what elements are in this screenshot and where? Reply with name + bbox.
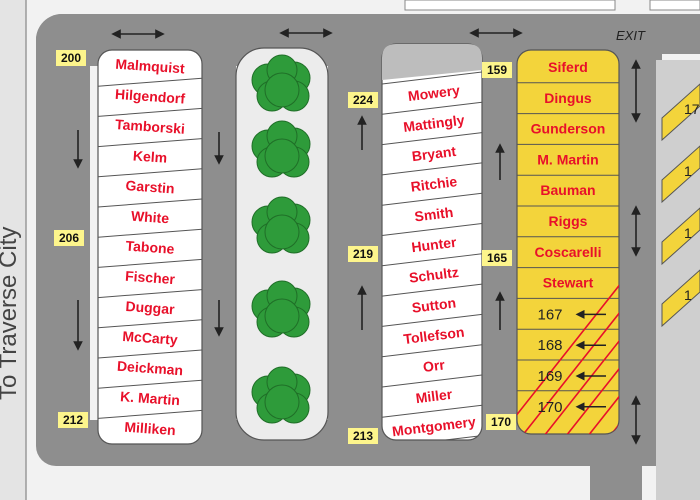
site-label: Tabone	[125, 238, 175, 257]
site-number-tag: 170	[486, 414, 516, 430]
left-site-column: MalmquistHilgendorfTamborskiKelmGarstinW…	[97, 49, 203, 445]
tree-icon	[251, 280, 311, 338]
site-label: Fischer	[125, 268, 176, 287]
edge-site-number: 1	[684, 163, 692, 179]
site-label: Gunderson	[531, 121, 606, 137]
tree-island	[235, 47, 329, 441]
tree-icon	[251, 120, 311, 178]
site-label: Orr	[422, 356, 446, 375]
site-number: 165	[487, 251, 507, 265]
site-number: 206	[59, 231, 79, 245]
site-number: 159	[487, 63, 507, 77]
site-number-tag: 200	[56, 50, 86, 66]
tree-icon	[251, 366, 311, 424]
site-numbers: 200 206 212 224 219 213 159 165 170	[54, 50, 516, 444]
tree-icon	[251, 54, 311, 112]
site-label: Smith	[414, 204, 455, 225]
site-label: K. Martin	[120, 388, 181, 408]
site-number-tag: 165	[482, 250, 512, 266]
site-label: Hilgendorf	[115, 86, 186, 107]
site-label: Hunter	[411, 234, 458, 255]
site-label: Riggs	[549, 213, 588, 229]
edge-site-number: 1	[684, 225, 692, 241]
site-label: Deickman	[117, 358, 184, 379]
site-label: Dingus	[544, 90, 592, 106]
site-label: Schultz	[408, 264, 459, 286]
site-number-tag: 219	[348, 246, 378, 262]
edge-site-number: 17	[684, 101, 700, 117]
site-label: Malmquist	[115, 56, 186, 77]
hatched-site-number: 167	[537, 306, 562, 323]
far-right-sites: 17 1 1 1	[661, 83, 700, 328]
site-label: Miller	[415, 386, 454, 406]
traffic-arrows	[73, 28, 641, 445]
site-label: Duggar	[125, 298, 176, 317]
site-label: M. Martin	[537, 151, 598, 167]
site-label: McCarty	[122, 328, 178, 348]
site-label: Bryant	[411, 143, 457, 164]
site-number-tag: 212	[58, 412, 88, 428]
site-number: 212	[63, 413, 83, 427]
site-label: Siferd	[548, 59, 588, 75]
tree-icon	[251, 196, 311, 254]
site-number: 224	[353, 93, 373, 107]
site-label: Bauman	[540, 182, 595, 198]
site-label: Mattingly	[402, 112, 465, 135]
site-number-tag: 159	[482, 62, 512, 78]
site-label: Kelm	[132, 147, 167, 165]
site-number-tag: 206	[54, 230, 84, 246]
site-label: Ritchie	[410, 173, 458, 195]
site-label: Tollefson	[403, 324, 466, 347]
site-number-tag: 224	[348, 92, 378, 108]
site-number: 200	[61, 51, 81, 65]
site-label: Tamborski	[115, 116, 186, 137]
hatched-site-number: 168	[537, 337, 562, 354]
site-number: 219	[353, 247, 373, 261]
site-number: 213	[353, 429, 373, 443]
left-edge-strip	[0, 0, 26, 500]
site-number: 170	[491, 415, 511, 429]
site-label: Mowery	[407, 82, 461, 104]
site-label: White	[131, 208, 170, 227]
site-label: Coscarelli	[535, 244, 602, 260]
site-label: Stewart	[543, 275, 594, 291]
site-number-tag: 213	[348, 428, 378, 444]
site-label: Garstin	[125, 177, 175, 196]
center-site-column: MoweryMattinglyBryantRitchieSmithHunterS…	[381, 43, 483, 441]
exit-label: EXIT	[616, 28, 646, 43]
hatched-site-number: 170	[537, 399, 562, 416]
to-traverse-city-label: To Traverse City	[0, 227, 22, 400]
edge-site-number: 1	[684, 287, 692, 303]
site-label: Sutton	[411, 294, 457, 315]
site-label: Milliken	[124, 419, 176, 439]
hatched-site-number: 169	[537, 368, 562, 385]
